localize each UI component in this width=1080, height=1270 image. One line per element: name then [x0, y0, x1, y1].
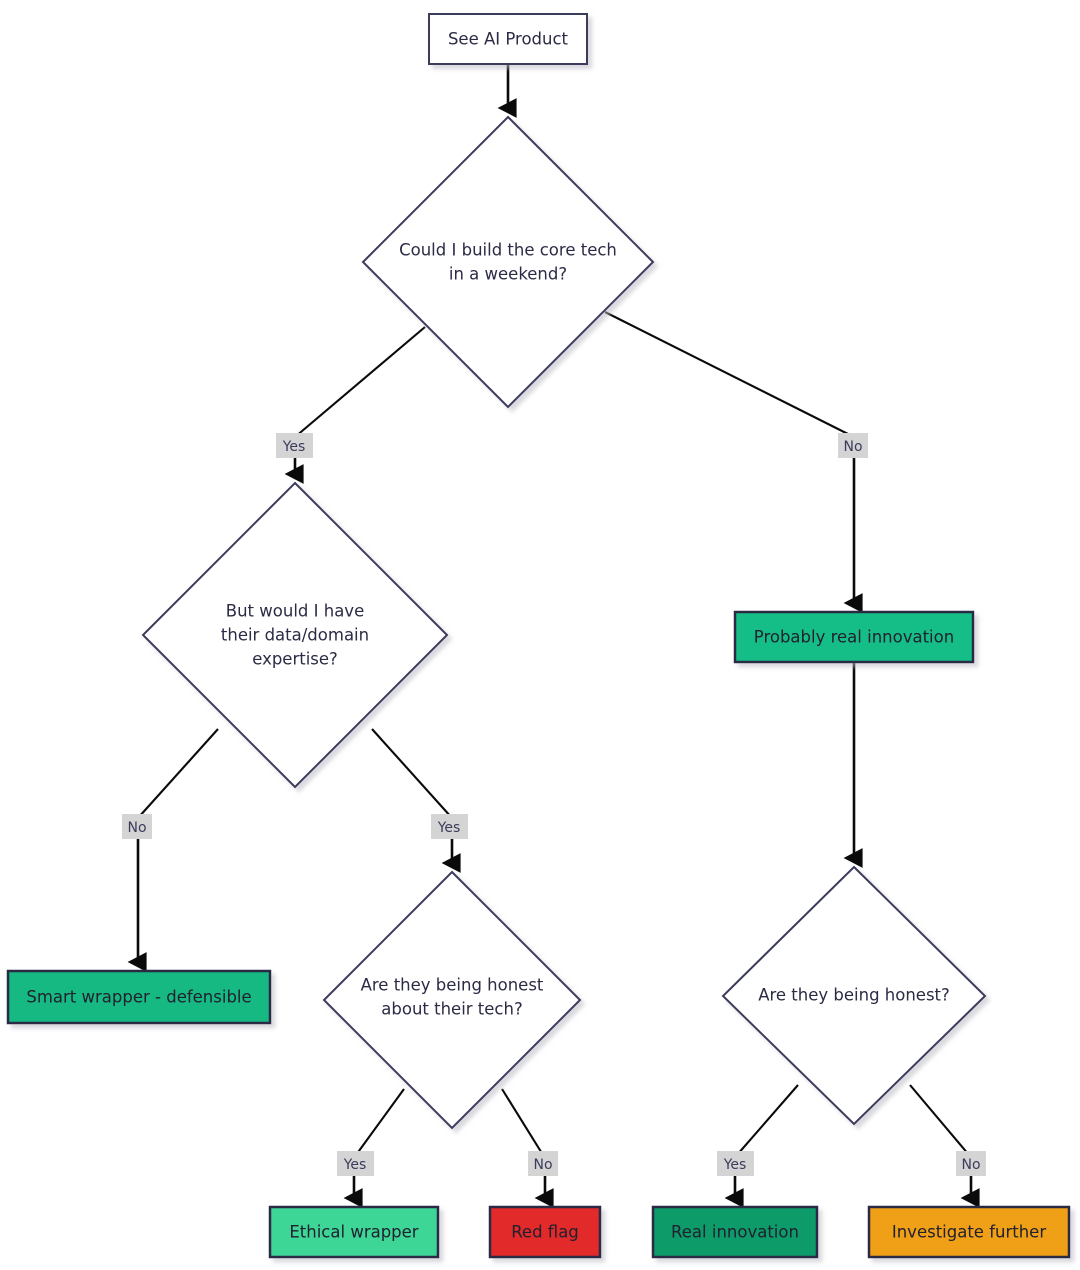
decision2-node-label-line3: expertise?	[252, 650, 338, 669]
edge-label-decision4-yes: Yes	[717, 1151, 754, 1176]
edge-label-decision1-yes: Yes	[276, 433, 313, 458]
edge-decision2-no-to-smartwrapper	[137, 728, 219, 819]
edge-label-bg	[276, 433, 313, 458]
edge-label-text: Yes	[437, 820, 461, 836]
node-ethical-wrapper[interactable]: Ethical wrapper	[268, 1205, 440, 1259]
start-node-shape[interactable]	[428, 13, 588, 65]
edge-decision4-yes-to-realinnovation	[736, 1084, 799, 1156]
edge-label-decision2-no: No	[122, 814, 152, 839]
edge-decision3-yes-to-ethicalwrapper	[355, 1088, 405, 1156]
edge-label-text: No	[961, 1157, 980, 1173]
edge-label-decision3-no: No	[528, 1151, 558, 1176]
decision3-node-shape[interactable]	[322, 870, 582, 1130]
decision1-node-label-line1: Could I build the core tech	[399, 241, 617, 260]
decision4-node-label-line1: Are they being honest?	[758, 986, 950, 1005]
edge-decision4-no-to-investigate	[909, 1084, 970, 1156]
decision4-node-shape[interactable]	[721, 865, 987, 1126]
edge-decision2-yes-to-decision3	[371, 728, 453, 819]
smart-wrapper-shape[interactable]	[6, 969, 272, 1025]
edge-label-decision2-yes: Yes	[431, 814, 468, 839]
start-node-label: See AI Product	[448, 30, 569, 49]
probably-real-innovation-shape[interactable]	[733, 610, 975, 664]
decision1-node-shape[interactable]	[361, 115, 655, 409]
decision2-node-label-line2: their data/domain	[221, 626, 369, 645]
decision3-node-label-line2: about their tech?	[381, 1000, 522, 1019]
investigate-further-shape[interactable]	[867, 1205, 1071, 1259]
red-flag-shape[interactable]	[488, 1205, 602, 1259]
edge-label-bg	[337, 1151, 374, 1176]
edge-label-bg	[838, 433, 868, 458]
real-innovation-label: Real innovation	[671, 1223, 799, 1242]
node-smart-wrapper-defensible[interactable]: Smart wrapper - defensible	[6, 969, 272, 1025]
edge-decision3-no-to-redflag	[501, 1088, 544, 1156]
edge-decision1-no-to-result1	[604, 311, 855, 438]
edge-label-layer: Yes No No Yes Yes No	[122, 433, 986, 1176]
decision1-node-label-line2: in a weekend?	[449, 265, 567, 284]
node-are-they-being-honest-about-their-tech[interactable]: Are they being honest about their tech?	[322, 870, 582, 1130]
edge-label-text: No	[127, 820, 146, 836]
node-would-i-have-their-data-domain-expertise[interactable]: But would I have their data/domain exper…	[141, 481, 449, 789]
node-investigate-further[interactable]: Investigate further	[867, 1205, 1071, 1259]
decision2-node-shape[interactable]	[141, 481, 449, 789]
edge-layer	[127, 64, 980, 1208]
edge-label-decision1-no: No	[838, 433, 868, 458]
investigate-further-label: Investigate further	[892, 1223, 1046, 1242]
edge-label-bg	[528, 1151, 558, 1176]
edge-label-bg	[717, 1151, 754, 1176]
probably-real-innovation-label: Probably real innovation	[754, 628, 954, 647]
edge-label-decision4-no: No	[956, 1151, 986, 1176]
edge-label-text: Yes	[282, 439, 306, 455]
edge-decision1-yes-to-decision2	[294, 326, 426, 438]
node-red-flag[interactable]: Red flag	[488, 1205, 602, 1259]
edge-label-text: No	[533, 1157, 552, 1173]
edge-label-bg	[956, 1151, 986, 1176]
edge-label-text: No	[843, 439, 862, 455]
ethical-wrapper-shape[interactable]	[268, 1205, 440, 1259]
edge-label-text: Yes	[723, 1157, 747, 1173]
red-flag-label: Red flag	[511, 1223, 579, 1242]
node-could-i-build-core-tech[interactable]: Could I build the core tech in a weekend…	[361, 115, 655, 409]
node-probably-real-innovation[interactable]: Probably real innovation	[733, 610, 975, 664]
smart-wrapper-label: Smart wrapper - defensible	[26, 988, 251, 1007]
edge-label-text: Yes	[343, 1157, 367, 1173]
decision2-node-label-line1: But would I have	[226, 602, 364, 621]
node-see-ai-product[interactable]: See AI Product	[428, 13, 588, 65]
node-are-they-being-honest[interactable]: Are they being honest?	[721, 865, 987, 1126]
decision3-node-label-line1: Are they being honest	[361, 976, 544, 995]
edge-label-bg	[431, 814, 468, 839]
edge-label-decision3-yes: Yes	[337, 1151, 374, 1176]
real-innovation-shape[interactable]	[651, 1205, 819, 1259]
edge-label-bg	[122, 814, 152, 839]
node-real-innovation[interactable]: Real innovation	[651, 1205, 819, 1259]
ethical-wrapper-label: Ethical wrapper	[289, 1223, 418, 1242]
